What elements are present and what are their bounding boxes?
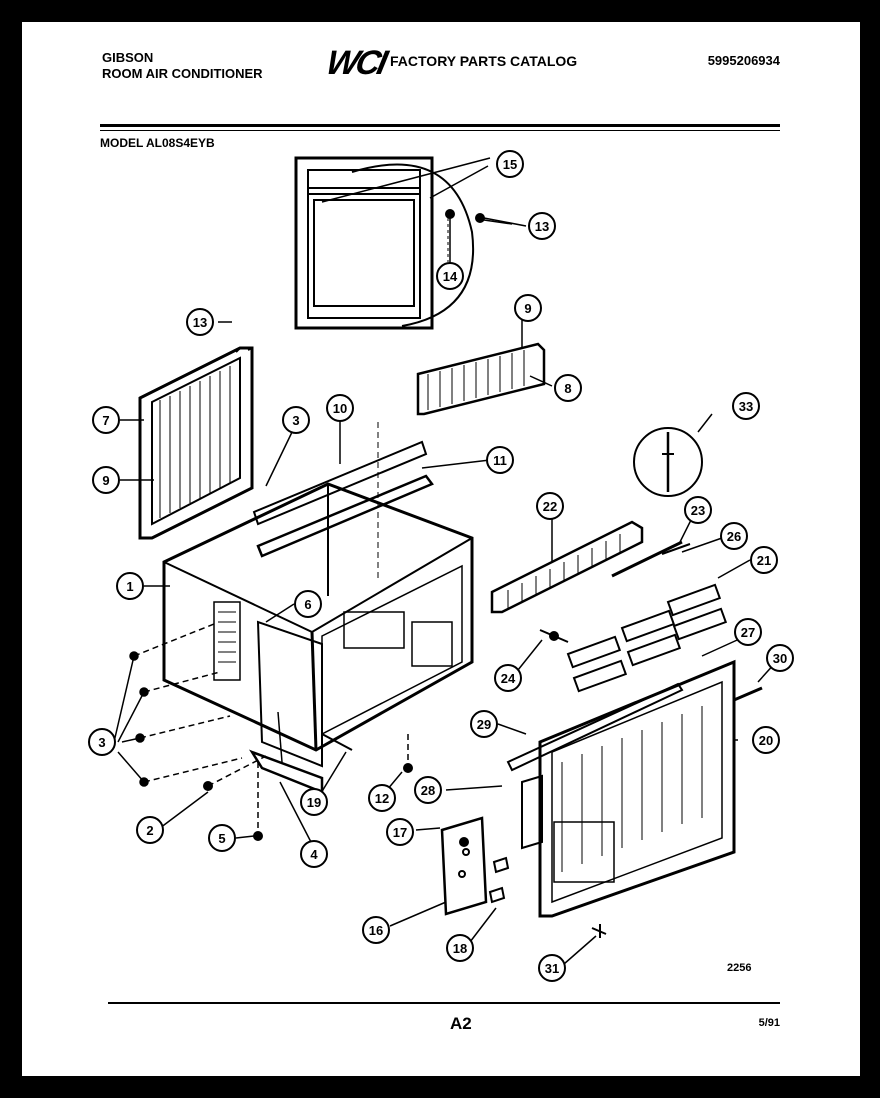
svg-text:31: 31	[545, 961, 559, 976]
control-panel	[440, 816, 510, 916]
page-code: A2	[450, 1014, 472, 1033]
svg-text:16: 16	[369, 923, 383, 938]
callout-16: 16	[362, 916, 390, 944]
callout-20: 20	[752, 726, 780, 754]
svg-text:33: 33	[739, 399, 753, 414]
svg-text:13: 13	[193, 315, 207, 330]
callout-9: 9	[92, 466, 120, 494]
svg-text:27: 27	[741, 625, 755, 640]
top-filter	[416, 342, 546, 416]
svg-text:28: 28	[421, 783, 435, 798]
svg-text:1: 1	[126, 579, 133, 594]
callout-7: 7	[92, 406, 120, 434]
callout-27: 27	[734, 618, 762, 646]
catalog-number: 5995206934	[707, 53, 780, 68]
header-rule-thin	[100, 130, 780, 131]
svg-text:12: 12	[375, 791, 389, 806]
svg-text:4: 4	[310, 847, 318, 862]
svg-text:9: 9	[524, 301, 531, 316]
svg-text:11: 11	[493, 453, 507, 468]
callout-1: 1	[116, 572, 144, 600]
callout-17: 17	[386, 818, 414, 846]
svg-text:6: 6	[304, 597, 311, 612]
louver-assembly	[490, 520, 691, 643]
cabinet	[162, 482, 474, 768]
louver-blades	[566, 583, 728, 693]
date-code: 5/91	[758, 1017, 780, 1029]
svg-text:30: 30	[773, 651, 787, 666]
svg-text:10: 10	[333, 401, 347, 416]
svg-text:20: 20	[759, 733, 773, 748]
callout-5: 5	[208, 824, 236, 852]
callout-8: 8	[554, 374, 582, 402]
leader-lines	[120, 165, 777, 965]
callout-3: 3	[282, 406, 310, 434]
callout-26: 26	[720, 522, 748, 550]
callout-29: 29	[470, 710, 498, 738]
model-label: MODEL AL08S4EYB	[100, 136, 215, 150]
callout-15: 15	[496, 150, 524, 178]
svg-text:5: 5	[218, 831, 225, 846]
svg-text:29: 29	[477, 717, 491, 732]
svg-text:14: 14	[443, 269, 458, 284]
svg-text:23: 23	[691, 503, 705, 518]
product-type: ROOM AIR CONDITIONER	[102, 66, 263, 81]
callout-30: 30	[766, 644, 794, 672]
callout-6: 6	[294, 590, 322, 618]
svg-text:21: 21	[757, 553, 771, 568]
svg-text:3: 3	[292, 413, 299, 428]
svg-text:26: 26	[727, 529, 741, 544]
callout-14: 14	[436, 262, 464, 290]
callout-3: 3	[88, 728, 116, 756]
svg-text:15: 15	[503, 157, 517, 172]
callout-4: 4	[300, 840, 328, 868]
svg-text:17: 17	[393, 825, 407, 840]
catalog-title: FACTORY PARTS CATALOG	[390, 53, 578, 69]
thermostat-bulb	[591, 924, 607, 938]
callout-24: 24	[494, 664, 522, 692]
svg-text:2: 2	[146, 823, 153, 838]
header-rule	[100, 124, 780, 127]
callout-28: 28	[414, 776, 442, 804]
callout-18: 18	[446, 934, 474, 962]
callout-10: 10	[326, 394, 354, 422]
callout-23: 23	[684, 496, 712, 524]
side-screws	[113, 623, 243, 787]
callout-13: 13	[186, 308, 214, 336]
svg-text:8: 8	[564, 381, 571, 396]
callout-11: 11	[486, 446, 514, 474]
callout-13: 13	[528, 212, 556, 240]
footer-rule	[108, 1002, 780, 1004]
callout-33: 33	[732, 392, 760, 420]
svg-text:7: 7	[102, 413, 109, 428]
inset-frame	[294, 156, 513, 330]
filter-grille	[138, 346, 254, 540]
svg-text:3: 3	[98, 735, 105, 750]
callout-21: 21	[750, 546, 778, 574]
drawing-number: 2256	[727, 962, 752, 974]
brand-name: GIBSON	[102, 50, 154, 65]
detail-circle	[633, 427, 703, 497]
front-grille	[506, 659, 763, 918]
callout-12: 12	[368, 784, 396, 812]
top-strips	[252, 422, 434, 582]
svg-text:9: 9	[102, 473, 109, 488]
callout-22: 22	[536, 492, 564, 520]
svg-text:13: 13	[535, 219, 549, 234]
svg-text:22: 22	[543, 499, 557, 514]
svg-text:19: 19	[307, 795, 321, 810]
callouts: 15 13 14 9 8 13 7 9 3 10 11 33 22 23 26 …	[88, 150, 794, 982]
svg-text:24: 24	[501, 671, 516, 686]
callout-2: 2	[136, 816, 164, 844]
callout-19: 19	[300, 788, 328, 816]
svg-text:18: 18	[453, 941, 467, 956]
parts-catalog-sheet: GIBSON ROOM AIR CONDITIONER WCI FACTORY …	[22, 22, 860, 1076]
callout-9: 9	[514, 294, 542, 322]
callout-31: 31	[538, 954, 566, 982]
exploded-parts-diagram: 15 13 14 9 8 13 7 9 3 10 11 33 22 23 26 …	[88, 150, 794, 982]
